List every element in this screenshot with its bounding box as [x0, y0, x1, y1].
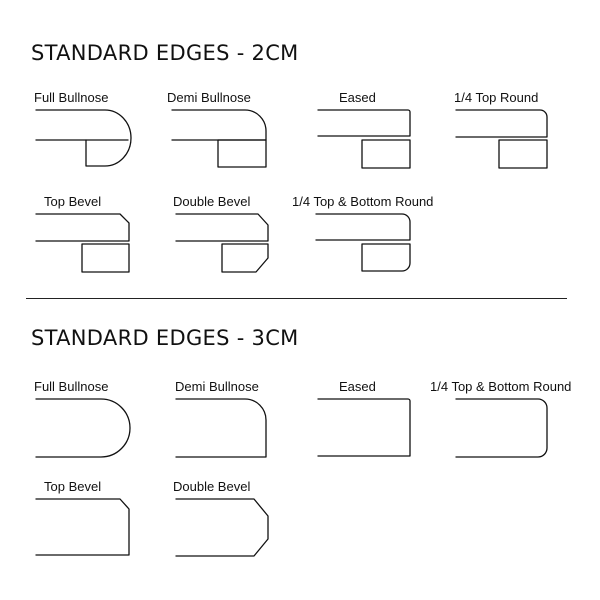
edge-label-double-bevel-3cm: Double Bevel: [173, 479, 251, 494]
edge-label-double-bevel-2cm: Double Bevel: [173, 194, 251, 209]
section-title-3cm: STANDARD EDGES - 3CM: [31, 326, 299, 350]
edge-label-eased-3cm: Eased: [339, 379, 376, 394]
edge-label-quarter-top-bottom-round-3cm: 1/4 Top & Bottom Round: [430, 379, 572, 394]
edge-label-full-bullnose-3cm: Full Bullnose: [34, 379, 109, 394]
edge-label-full-bullnose-2cm: Full Bullnose: [34, 90, 109, 105]
edge-label-quarter-top-round-2cm: 1/4 Top Round: [454, 90, 539, 105]
section-divider: [26, 298, 567, 299]
edge-label-demi-bullnose-3cm: Demi Bullnose: [175, 379, 259, 394]
edge-label-eased-2cm: Eased: [339, 90, 376, 105]
edge-label-top-bevel-3cm: Top Bevel: [44, 479, 102, 494]
section-title-2cm: STANDARD EDGES - 2CM: [31, 41, 299, 65]
edge-label-quarter-top-bottom-round-2cm: 1/4 Top & Bottom Round: [292, 194, 434, 209]
edge-label-top-bevel-2cm: Top Bevel: [44, 194, 102, 209]
edge-label-demi-bullnose-2cm: Demi Bullnose: [167, 90, 251, 105]
